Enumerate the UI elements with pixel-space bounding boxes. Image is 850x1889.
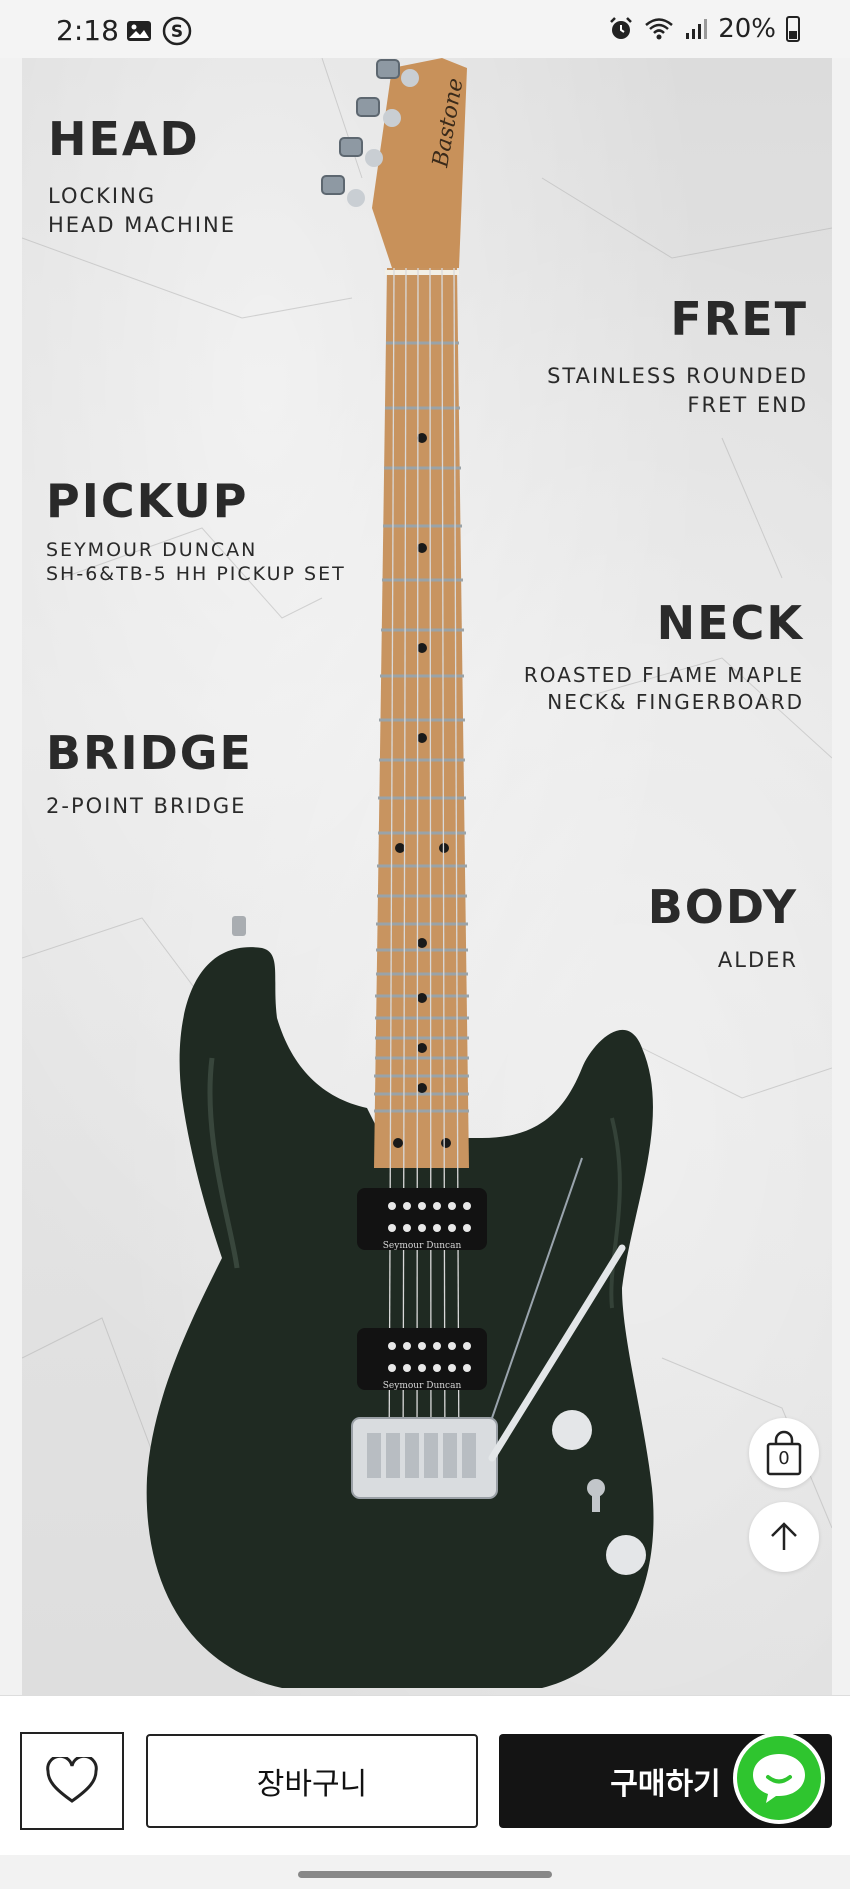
gallery-icon	[127, 21, 151, 41]
bridge-sub: 2-POINT BRIDGE	[46, 794, 247, 818]
bottom-action-bar: 장바구니 구매하기	[0, 1695, 850, 1855]
pickup-label: PICKUP SEYMOUR DUNCAN SH-6&TB-5 HH PICKU…	[46, 478, 346, 586]
bridge-label: BRIDGE 2-POINT BRIDGE	[46, 730, 253, 821]
cart-float-button[interactable]: 0	[749, 1418, 819, 1488]
head-label: HEAD LOCKING HEAD MACHINE	[48, 116, 236, 240]
pickup-sub: SEYMOUR DUNCAN SH-6&TB-5 HH PICKUP SET	[46, 539, 346, 585]
s-app-icon: S	[162, 16, 192, 46]
neck-label: NECK ROASTED FLAME MAPLE NECK& FINGERBOA…	[524, 600, 804, 716]
pickup-title: PICKUP	[46, 474, 249, 528]
chat-button[interactable]	[733, 1732, 825, 1824]
arrow-up-icon	[771, 1522, 797, 1550]
home-indicator[interactable]	[298, 1871, 552, 1878]
bridge-pickup-brand: Seymour Duncan	[383, 1381, 462, 1391]
wifi-icon	[645, 18, 674, 40]
neck-sub: ROASTED FLAME MAPLE NECK& FINGERBOARD	[523, 663, 804, 714]
head-sub: LOCKING HEAD MACHINE	[48, 184, 237, 237]
bridge-title: BRIDGE	[46, 726, 253, 780]
head-title: HEAD	[48, 112, 200, 166]
marble-background	[22, 58, 832, 1529]
body-title: BODY	[647, 880, 798, 934]
product-detail-image: Bastone Seymour Duncan S	[22, 58, 832, 1695]
scroll-top-button[interactable]	[749, 1502, 819, 1572]
body-sub: ALDER	[717, 948, 798, 972]
guitar-neck	[374, 268, 469, 1168]
fret-label: FRET STAINLESS ROUNDED FRET END	[547, 296, 808, 420]
signal-icon	[686, 19, 708, 39]
alarm-icon	[610, 17, 633, 39]
shopping-bag-icon	[766, 1430, 802, 1476]
fret-sub: STAINLESS ROUNDED FRET END	[547, 364, 808, 417]
cart-count: 0	[778, 1448, 790, 1469]
neck-title: NECK	[656, 596, 804, 650]
fret-title: FRET	[670, 292, 808, 346]
guitar-image: Bastone Seymour Duncan S	[146, 58, 654, 1688]
add-to-cart-button[interactable]: 장바구니	[146, 1734, 478, 1828]
chat-bubble-icon	[753, 1754, 805, 1803]
status-left-icons: S	[126, 16, 192, 46]
status-time: 2:18	[56, 14, 119, 47]
guitar-body	[146, 947, 654, 1688]
battery-icon	[786, 16, 800, 42]
neck-pickup-brand: Seymour Duncan	[383, 1241, 462, 1251]
battery-percent: 20%	[718, 14, 776, 44]
heart-icon	[46, 1757, 98, 1803]
wishlist-button[interactable]	[20, 1732, 124, 1830]
svg-text:S: S	[171, 22, 183, 42]
status-bar: 2:18 S 20%	[0, 0, 850, 58]
body-label: BODY ALDER	[648, 884, 798, 975]
status-right: 20%	[608, 14, 800, 44]
